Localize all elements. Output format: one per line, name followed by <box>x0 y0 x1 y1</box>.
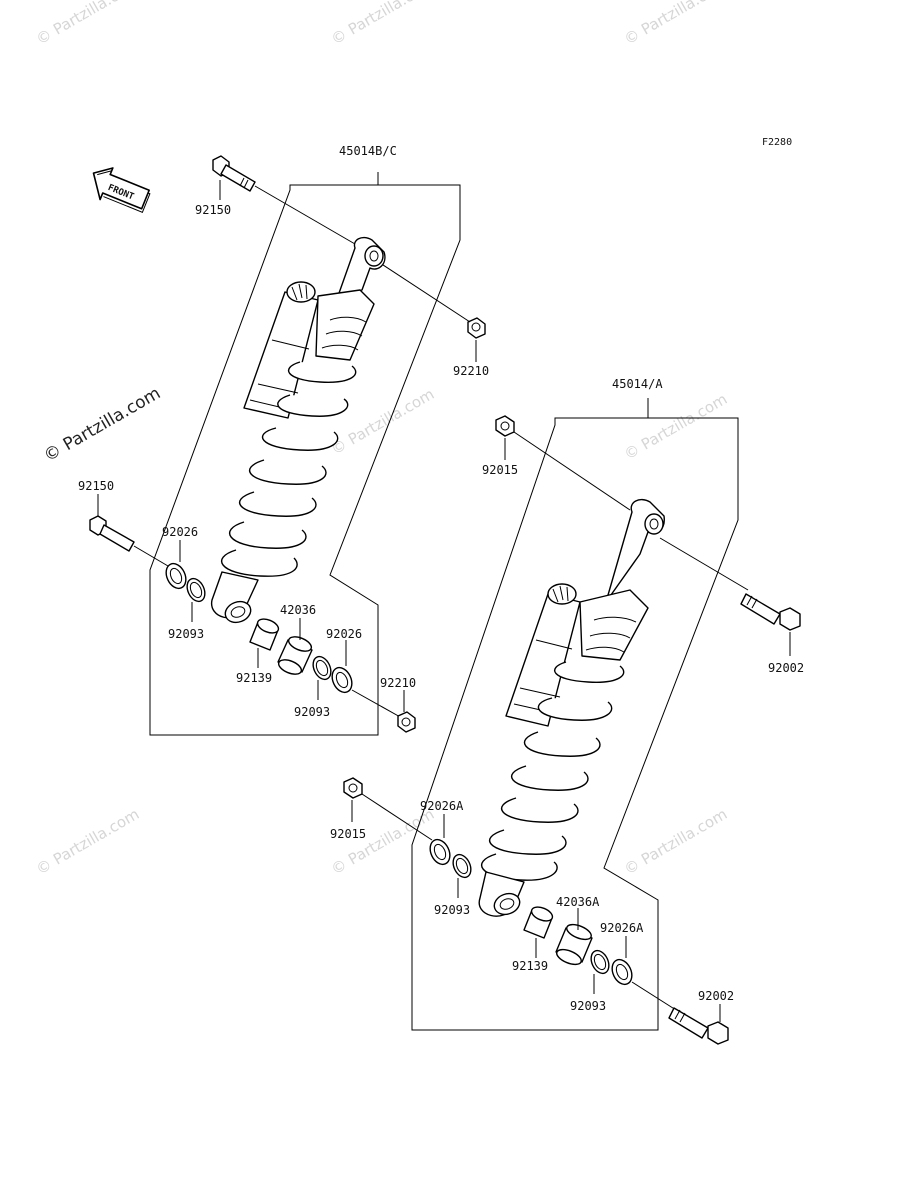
right-seal-a <box>452 853 472 879</box>
right-top-nut <box>495 415 631 511</box>
label-r-washer-b: 92026A <box>600 921 644 935</box>
label-r-sleeve: 42036A <box>556 895 600 909</box>
left-bush <box>249 618 280 651</box>
label-assy-left: 45014B/C <box>339 144 397 158</box>
watermark: © Partzilla.com <box>621 0 730 48</box>
right-bottom-nut <box>343 777 433 841</box>
label-l-bush: 92139 <box>236 671 272 685</box>
label-r-nut-bottom: 92015 <box>330 827 366 841</box>
label-l-bolt-bottom: 92150 <box>78 479 114 493</box>
right-seal-b <box>590 949 610 975</box>
label-l-seal-a: 92093 <box>168 627 204 641</box>
right-top-bolt <box>659 537 801 631</box>
watermark: © Partzilla.com <box>621 805 730 878</box>
left-washer-a <box>165 562 187 590</box>
left-shock-absorber <box>211 236 386 624</box>
watermark: © Partzilla.com <box>33 0 142 48</box>
label-l-sleeve: 42036 <box>280 603 316 617</box>
left-seal-a <box>186 577 206 603</box>
label-l-nut-top: 92210 <box>453 364 489 378</box>
label-r-seal-b: 92093 <box>570 999 606 1013</box>
watermark: © Partzilla.com <box>621 390 730 463</box>
label-l-seal-b: 92093 <box>294 705 330 719</box>
left-assembly-frame <box>149 172 461 736</box>
right-sleeve <box>555 923 593 966</box>
label-r-bolt-bottom: 92002 <box>698 989 734 1003</box>
left-seal-b <box>312 655 332 681</box>
watermark: © Partzilla.com <box>328 0 437 48</box>
left-bottom-nut <box>397 711 416 733</box>
watermark-dark: © Partzilla.com <box>41 383 165 466</box>
right-washer-b <box>611 958 677 1011</box>
watermark: © Partzilla.com <box>328 805 437 878</box>
label-r-bush: 92139 <box>512 959 548 973</box>
label-r-washer-a: 92026A <box>420 799 464 813</box>
label-assy-right: 45014/A <box>612 377 663 391</box>
left-top-bolt <box>212 155 356 245</box>
right-bottom-bolt <box>668 1007 729 1045</box>
label-r-seal-a: 92093 <box>434 903 470 917</box>
watermark: © Partzilla.com <box>33 805 142 878</box>
label-l-washer-a: 92026 <box>162 525 198 539</box>
right-bush <box>523 906 554 939</box>
diagram-code: F2280 <box>762 137 792 148</box>
label-l-bolt-top: 92150 <box>195 203 231 217</box>
left-bottom-bolt <box>89 515 169 567</box>
left-washer-b <box>331 666 403 719</box>
label-l-nut-bottom: 92210 <box>380 676 416 690</box>
label-l-washer-b: 92026 <box>326 627 362 641</box>
right-washer-a <box>429 838 451 866</box>
label-r-nut-top: 92015 <box>482 463 518 477</box>
left-top-nut <box>379 262 486 339</box>
right-assembly-frame <box>411 398 739 1031</box>
right-shock-absorber <box>478 498 665 917</box>
left-sleeve <box>277 636 313 675</box>
label-r-bolt-top: 92002 <box>768 661 804 675</box>
watermark: © Partzilla.com <box>328 385 437 458</box>
front-arrow-icon: FRONT <box>92 167 151 213</box>
